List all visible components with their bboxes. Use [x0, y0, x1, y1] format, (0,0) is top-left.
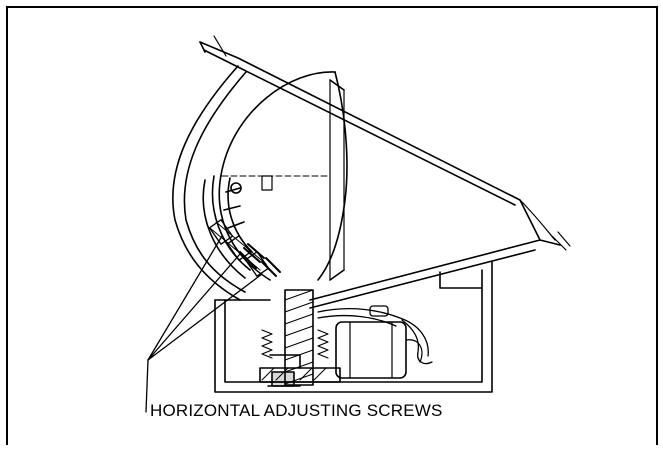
wiring-harness: [317, 305, 433, 365]
adjuster-springs: [261, 329, 329, 359]
actuator-motor: [335, 321, 423, 379]
adjusting-screws: [208, 219, 281, 277]
figure-frame: [6, 6, 658, 445]
pivot-post: [259, 289, 341, 386]
sealed-beam-lamp: [218, 71, 348, 281]
base-nut: [267, 371, 301, 387]
lower-housing: [214, 239, 541, 393]
callout-label: HORIZONTAL ADJUSTING SCREWS: [150, 401, 443, 420]
body-panel: [172, 35, 571, 301]
callout-leader-lines: [145, 235, 263, 413]
